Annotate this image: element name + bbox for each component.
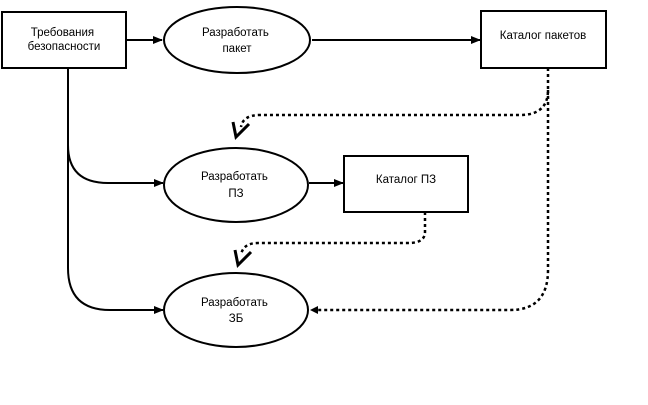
dotted-package-catalog-to-develop-zb: [315, 90, 550, 312]
connector-requirements-to-develop-pz: [67, 68, 164, 187]
svg-text:Каталог ПЗ: Каталог ПЗ: [376, 174, 436, 186]
solid-connectors: [67, 36, 481, 314]
node-security-requirements-line-1: Требования: [31, 27, 94, 39]
svg-text:Требования безопасности: Требования безопасности: [28, 27, 101, 53]
node-package-catalog: Каталог пакетов: [480, 10, 607, 69]
svg-text:Разработать ЗБ: Разработать ЗБ: [201, 297, 271, 325]
node-develop-package-line-2: пакет: [222, 43, 252, 55]
node-develop-zb-line-2: ЗБ: [229, 313, 244, 325]
node-develop-zb: Разработать ЗБ: [163, 272, 309, 348]
node-develop-pz-line-2: ПЗ: [228, 188, 243, 200]
dotted-package-catalog-to-develop-pz: [239, 68, 550, 128]
node-security-requirements: Требования безопасности: [1, 11, 127, 69]
dotted-connectors: [239, 68, 550, 312]
svg-text:Разработать ПЗ: Разработать ПЗ: [201, 171, 271, 200]
node-develop-zb-line-1: Разработать: [201, 297, 268, 309]
node-pz-catalog: Каталог ПЗ: [343, 155, 469, 213]
check-arrowhead-pz: [231, 121, 251, 141]
node-develop-pz-line-1: Разработать: [201, 171, 268, 183]
node-pz-catalog-line-1: Каталог ПЗ: [376, 174, 436, 186]
node-develop-pz: Разработать ПЗ: [163, 147, 309, 223]
node-security-requirements-line-2: безопасности: [28, 41, 101, 53]
node-develop-package: Разработать пакет: [163, 6, 311, 74]
dotted-arrowhead-zb: [310, 306, 318, 314]
check-arrowhead-zb: [233, 249, 253, 269]
dotted-pz-catalog-to-develop-zb: [239, 212, 427, 256]
connector-requirements-to-develop-zb: [67, 145, 164, 314]
node-package-catalog-line-1: Каталог пакетов: [500, 30, 586, 42]
check-arrowheads: [231, 121, 253, 269]
node-develop-package-line-1: Разработать: [202, 27, 269, 39]
svg-text:Каталог пакетов: Каталог пакетов: [500, 30, 586, 42]
svg-text:Разработать пакет: Разработать пакет: [202, 27, 272, 55]
